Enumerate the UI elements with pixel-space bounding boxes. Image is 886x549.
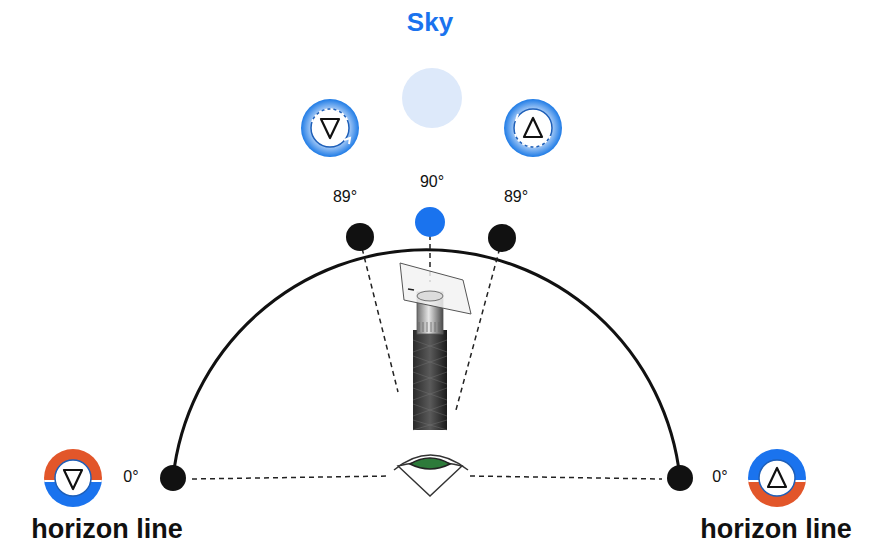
horizon-label: horizon line xyxy=(700,515,852,545)
angle-dot xyxy=(488,224,516,252)
rotate-down-icon xyxy=(301,99,359,157)
angle-dot xyxy=(160,465,186,491)
horizon-label: horizon line xyxy=(31,515,183,545)
angle-label: 90° xyxy=(420,173,444,191)
eye xyxy=(394,455,468,496)
arc xyxy=(173,250,680,478)
horizon-down-icon xyxy=(44,449,102,509)
angle-label: 89° xyxy=(504,188,528,206)
rotate-up-icon xyxy=(504,99,562,157)
horizon-up-icon xyxy=(748,449,806,509)
angle-dot xyxy=(667,465,693,491)
angle-label: 0° xyxy=(712,468,727,486)
probe xyxy=(400,263,471,430)
angle-label: 0° xyxy=(123,468,138,486)
angle-dot xyxy=(415,207,445,237)
guide-lines xyxy=(192,226,662,479)
sky-disc xyxy=(402,68,462,128)
angle-label: 89° xyxy=(333,188,357,206)
angle-dot xyxy=(346,223,374,251)
sky-label: Sky xyxy=(407,8,453,37)
